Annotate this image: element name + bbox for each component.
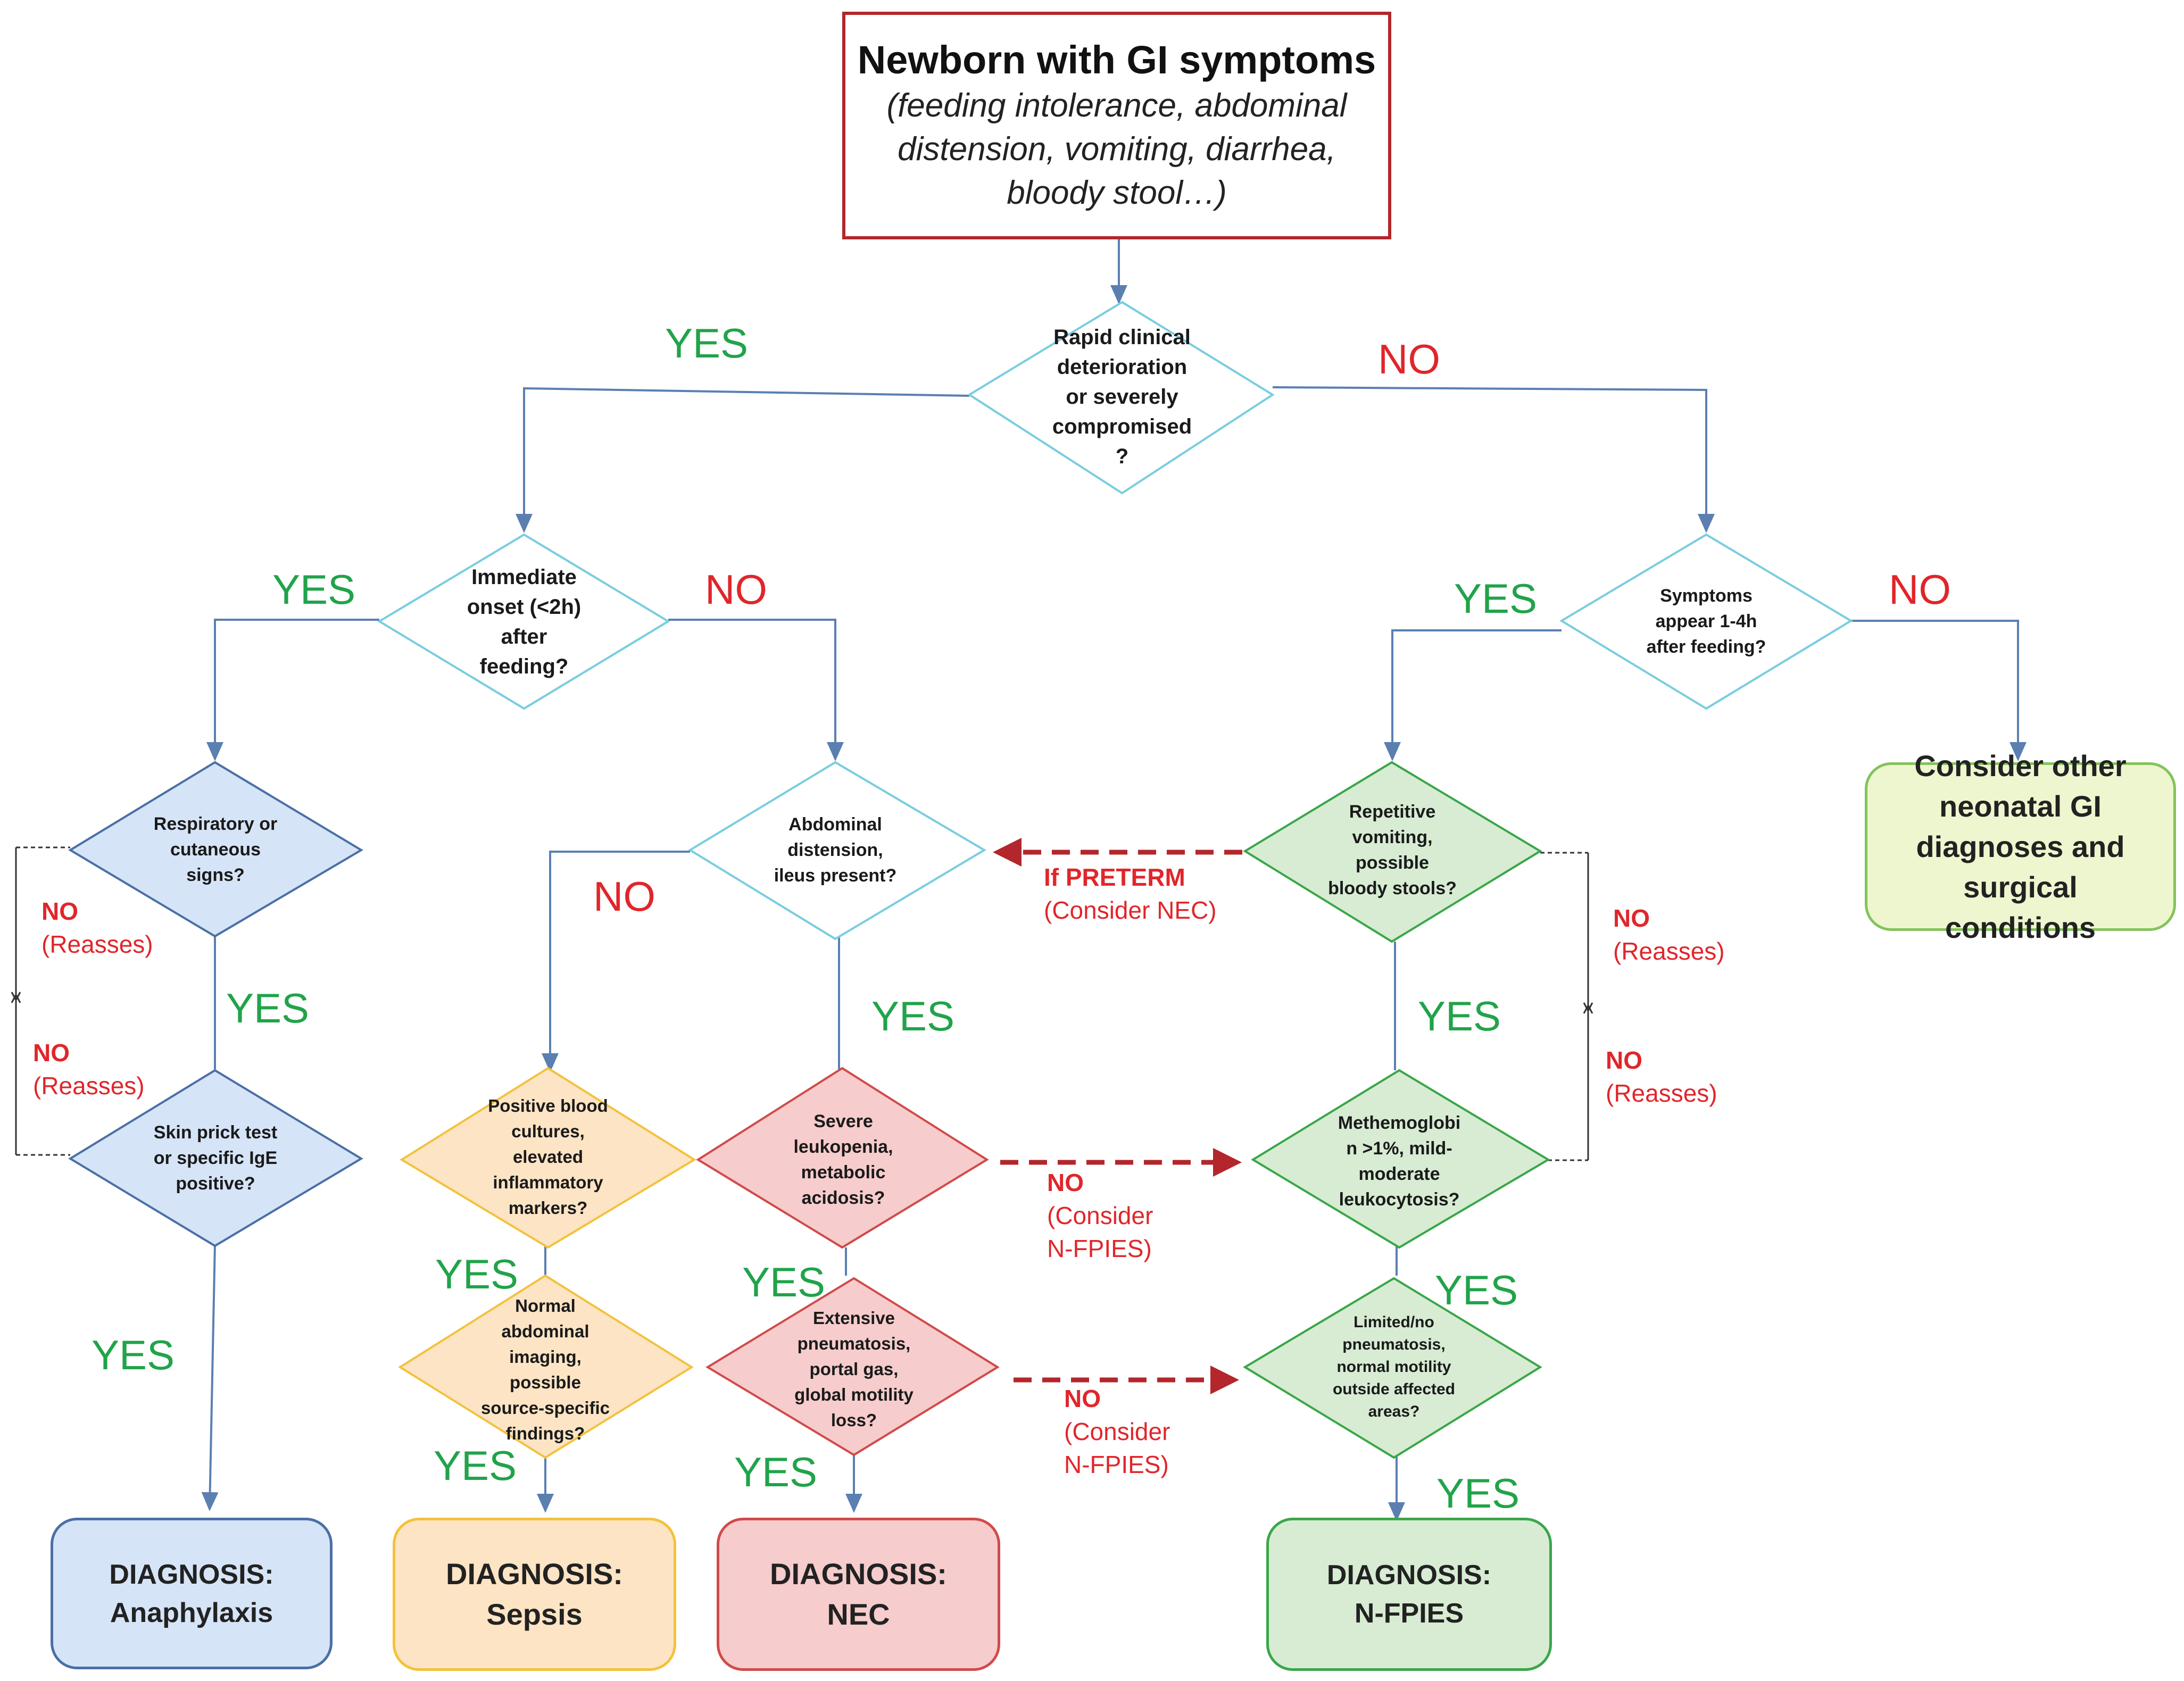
rapid-text: Rapid clinical deterioration or severely… xyxy=(1052,326,1192,468)
decision-shapes xyxy=(68,301,1853,1459)
diagnosis-anaphylaxis-box: DIAGNOSIS: Anaphylaxis xyxy=(51,1518,333,1669)
yes-label-respiratory: YES xyxy=(226,985,310,1031)
rapid-diamond xyxy=(967,301,1275,495)
start-box: Newborn with GI symptoms (feeding intole… xyxy=(842,12,1391,239)
yes-label-pneumatosis: YES xyxy=(734,1449,818,1495)
reassess-no-right-1: NO xyxy=(1613,904,1650,932)
no-label-abdominal: NO xyxy=(593,873,655,920)
abdominal-text: Abdominal distension, ileus present? xyxy=(774,814,897,886)
consider-nfpies-open-1: (Consider xyxy=(1047,1202,1153,1229)
yes-label-rapid: YES xyxy=(665,320,749,367)
diagnosis-nec-box: DIAGNOSIS: NEC xyxy=(717,1518,1000,1671)
outcome-other-text: Consider other neonatal GI diagnoses and… xyxy=(1914,748,2127,944)
yes-label-blood-cultures: YES xyxy=(435,1251,519,1297)
diagnosis-anaphylaxis-label: DIAGNOSIS: xyxy=(109,1559,274,1590)
repetitive-text: Repetitive vomiting, possible bloody sto… xyxy=(1328,802,1457,898)
methemoglobin-text: Methemoglobi n >1%, mild- moderate leuko… xyxy=(1338,1113,1461,1210)
consider-nec-text: (Consider NEC) xyxy=(1044,896,1217,924)
no-label-symptoms: NO xyxy=(1889,566,1951,613)
yes-label-limited: YES xyxy=(1436,1470,1520,1517)
pneumatosis-text: Extensive pneumatosis, portal gas, globa… xyxy=(794,1308,914,1430)
reassess-text-left-2: (Reasses) xyxy=(33,1072,145,1100)
consider-nfpies-open-2: (Consider xyxy=(1064,1418,1170,1445)
no-label-immediate: NO xyxy=(705,566,767,613)
diagnosis-nec-value: NEC xyxy=(827,1597,890,1631)
respiratory-text: Respiratory or cutaneous signs? xyxy=(153,814,278,885)
consider-nfpies-close-2: N-FPIES) xyxy=(1064,1451,1169,1478)
symptoms-diamond xyxy=(1559,533,1853,710)
diagnosis-anaphylaxis-value: Anaphylaxis xyxy=(110,1597,273,1628)
immediate-text: Immediate onset (<2h) after feeding? xyxy=(467,565,582,678)
blood-cultures-diamond xyxy=(400,1067,696,1249)
diagnosis-sepsis-box: DIAGNOSIS: Sepsis xyxy=(393,1518,676,1671)
yes-label-repetitive: YES xyxy=(1418,993,1501,1039)
diagnosis-nec-label: DIAGNOSIS: xyxy=(770,1557,947,1591)
symptoms-text: Symptoms appear 1-4h after feeding? xyxy=(1646,586,1766,657)
leukopenia-diamond xyxy=(696,1067,989,1249)
abdominal-no-branch xyxy=(542,851,690,1072)
skin-prick-diamond xyxy=(68,1069,363,1247)
yes-label-abdominal: YES xyxy=(871,993,955,1039)
red-dashed-arrows xyxy=(993,838,1242,1394)
skin-to-anaphylaxis xyxy=(201,1243,219,1511)
limited-text: Limited/no pneumatosis, normal motility … xyxy=(1332,1313,1456,1420)
consider-nfpies-no-1: NO xyxy=(1047,1169,1084,1196)
no-label-rapid: NO xyxy=(1378,336,1440,382)
diagnosis-sepsis-label: DIAGNOSIS: xyxy=(446,1557,623,1591)
diagnosis-nfpies-label: DIAGNOSIS: xyxy=(1326,1560,1492,1591)
reassess-label-left-1: NO (Reasses) xyxy=(41,895,153,961)
yes-label-immediate: YES xyxy=(272,566,356,613)
symptoms-yes-branch xyxy=(1384,629,1562,761)
diagnosis-nfpies-value: N-FPIES xyxy=(1354,1598,1464,1629)
outcome-other-box: Consider other neonatal GI diagnoses and… xyxy=(1865,749,2176,944)
consider-nfpies-no-2: NO xyxy=(1064,1385,1101,1412)
immediate-diamond xyxy=(377,533,670,710)
yes-label-methemoglobin: YES xyxy=(1435,1267,1518,1313)
reassess-no-right-2: NO xyxy=(1606,1046,1642,1074)
rapid-yes-branch xyxy=(516,387,970,533)
abdominal-diamond xyxy=(688,761,986,941)
yes-label-leukopenia: YES xyxy=(742,1259,826,1305)
reassess-brackets xyxy=(11,846,1593,1161)
methemoglobin-diamond xyxy=(1251,1069,1550,1249)
skin-prick-text: Skin prick test or specific IgE positive… xyxy=(153,1122,278,1194)
yes-label-symptoms: YES xyxy=(1454,575,1538,622)
reassess-label-right-2: NO (Reasses) xyxy=(1606,1044,1717,1110)
yes-label-skin-prick: YES xyxy=(92,1332,175,1378)
reassess-no-left-1: NO xyxy=(41,897,78,925)
leukopenia-text: Severe leukopenia, metabolic acidosis? xyxy=(793,1111,893,1208)
start-title: Newborn with GI symptoms xyxy=(857,38,1376,82)
diagnosis-sepsis-value: Sepsis xyxy=(486,1597,583,1631)
blood-cultures-text: Positive blood cultures, elevated inflam… xyxy=(488,1096,608,1218)
respiratory-diamond xyxy=(68,761,363,938)
reassess-text-left-1: (Reasses) xyxy=(41,930,153,958)
consider-nfpies-label-2: NO (Consider N-FPIES) xyxy=(1064,1382,1170,1481)
start-subtitle: (feeding intolerance, abdominal distensi… xyxy=(886,87,1347,211)
immediate-yes-branch xyxy=(206,619,379,761)
repetitive-diamond xyxy=(1243,761,1542,943)
reassess-no-left-2: NO xyxy=(33,1039,70,1067)
limited-diamond xyxy=(1243,1277,1542,1459)
rapid-no-branch xyxy=(1272,386,1715,533)
consider-nfpies-close-1: N-FPIES) xyxy=(1047,1235,1152,1262)
reassess-label-right-1: NO (Reasses) xyxy=(1613,902,1725,968)
symptoms-no-branch xyxy=(1851,620,2027,761)
yes-label-normal-imaging: YES xyxy=(434,1442,517,1489)
diagnosis-nfpies-box: DIAGNOSIS: N-FPIES xyxy=(1266,1518,1552,1671)
immediate-no-branch xyxy=(668,619,844,761)
preterm-label: If PRETERM (Consider NEC) xyxy=(1044,861,1217,927)
reassess-label-left-2: NO (Reasses) xyxy=(33,1036,145,1102)
connectors xyxy=(201,239,2027,1521)
if-preterm-text: If PRETERM xyxy=(1044,863,1185,891)
normal-imaging-text: Normal abdominal imaging, possible sourc… xyxy=(480,1296,610,1443)
pneumatosis-diamond xyxy=(705,1277,1000,1457)
reassess-text-right-2: (Reasses) xyxy=(1606,1079,1717,1107)
normal-imaging-diamond xyxy=(398,1274,694,1459)
reassess-text-right-1: (Reasses) xyxy=(1613,937,1725,965)
consider-nfpies-label-1: NO (Consider N-FPIES) xyxy=(1047,1166,1153,1265)
